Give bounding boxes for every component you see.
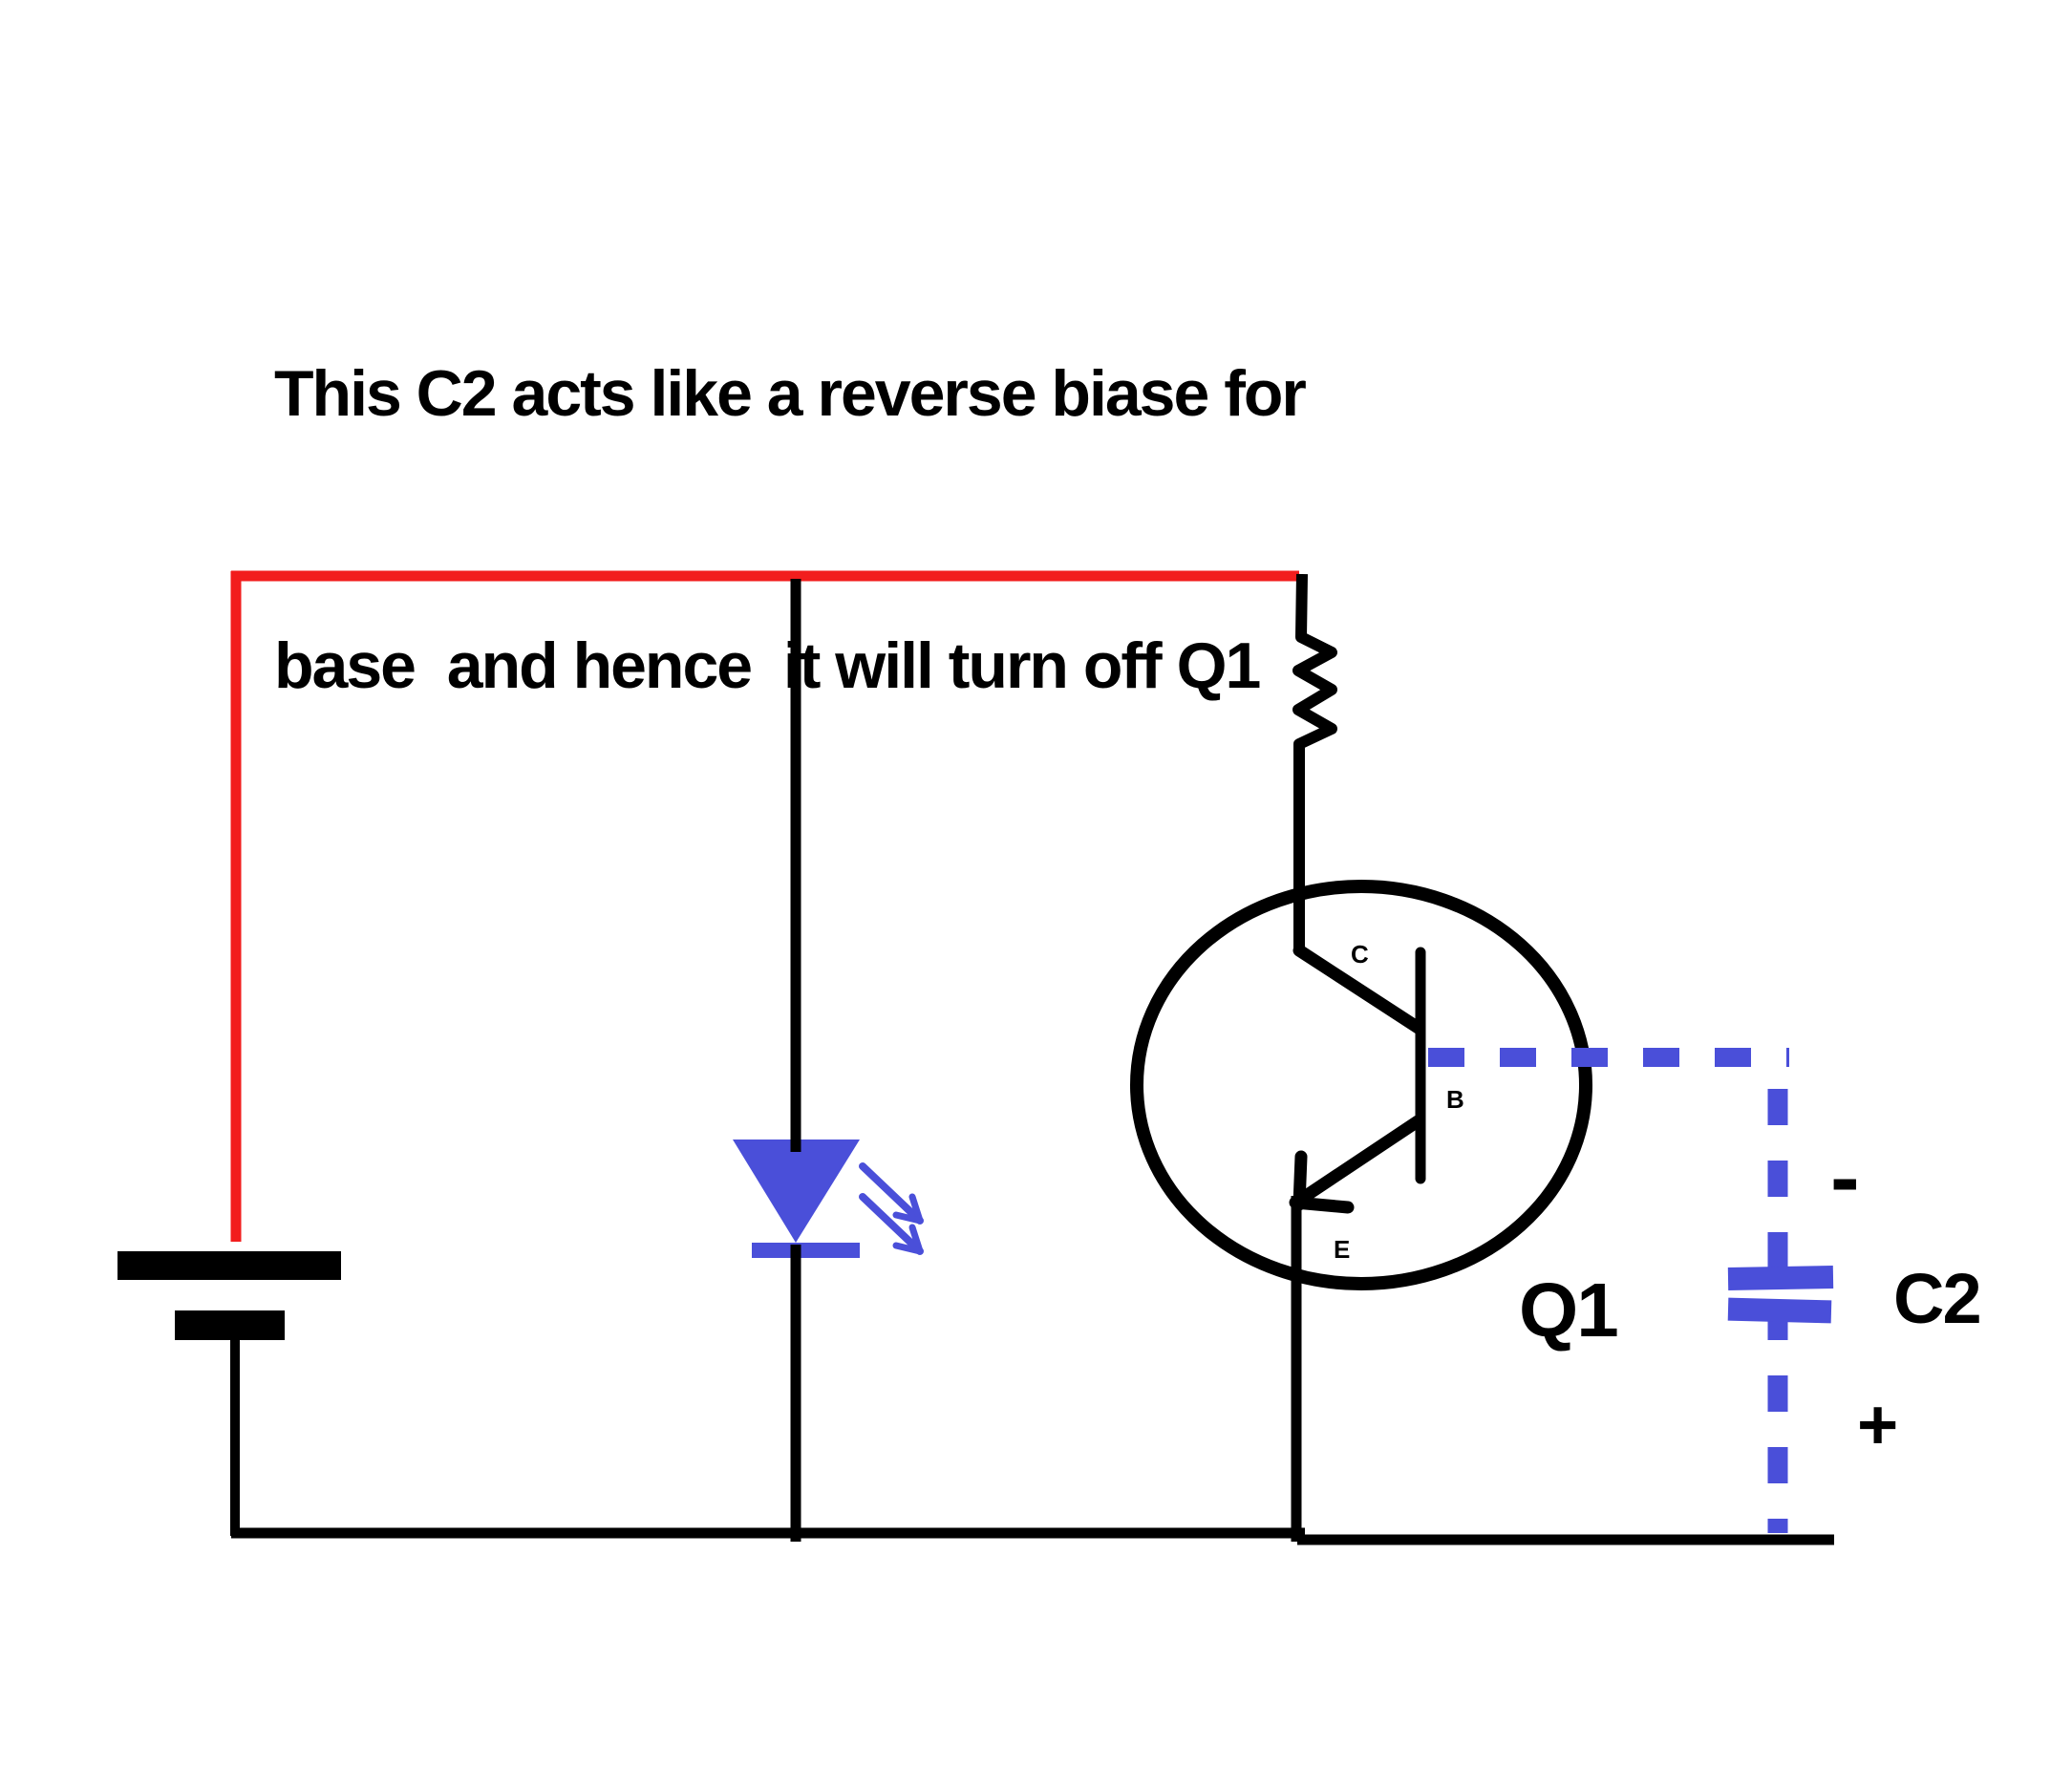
transistor-q1-symbol (1130, 880, 1592, 1290)
transistor-name-label: Q1 (1519, 1267, 1619, 1353)
ground-wire (231, 1527, 1834, 1545)
resistor-symbol (1292, 573, 1337, 952)
capacitor-negative-label: - (1830, 1129, 1860, 1226)
capacitor-name-label: C2 (1893, 1259, 1982, 1338)
transistor-internals (1289, 944, 1426, 1214)
annotation-title-line2: base and hence it will turn off Q1 (274, 629, 1261, 702)
battery-symbol (117, 1251, 341, 1536)
emitter-label: E (1334, 1235, 1351, 1264)
positive-supply-wire (230, 570, 1299, 1242)
base-label: B (1446, 1085, 1464, 1114)
led-symbol (733, 1140, 924, 1258)
capacitor-c2-symbol (1727, 1266, 1834, 1324)
capacitor-positive-label: + (1857, 1385, 1899, 1464)
led-light-arrow (859, 1162, 924, 1255)
annotation-title-line1: This C2 acts like a reverse biase for (274, 357, 1307, 430)
annotation-title: This C2 acts like a reverse biase for ba… (274, 167, 1307, 893)
collector-label: C (1351, 940, 1369, 969)
